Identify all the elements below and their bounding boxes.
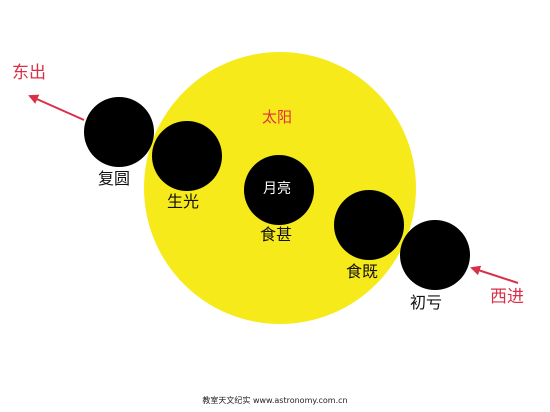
moon-label: 月亮 <box>263 181 291 197</box>
direction-label-east-out: 东出 <box>12 63 46 83</box>
phase-label-chukui: 初亏 <box>410 293 443 312</box>
moon-shishen <box>244 155 314 225</box>
phase-label-shishen: 食甚 <box>260 225 293 244</box>
moon-shiji <box>334 190 404 260</box>
sun-label: 太阳 <box>262 108 293 126</box>
phase-label-fuyuan: 复圆 <box>98 169 131 188</box>
west-in-arrow <box>470 265 519 284</box>
phase-label-shiji: 食既 <box>346 262 379 281</box>
moon-chukui <box>400 220 470 290</box>
moon-fuyuan <box>84 97 154 167</box>
moon-shengguang <box>152 121 222 191</box>
east-out-arrow <box>28 94 85 121</box>
watermark-text: 教室天文纪实 www.astronomy.com.cn <box>202 396 348 405</box>
phase-label-shengguang: 生光 <box>167 192 200 211</box>
direction-label-west-in: 西进 <box>490 287 524 307</box>
